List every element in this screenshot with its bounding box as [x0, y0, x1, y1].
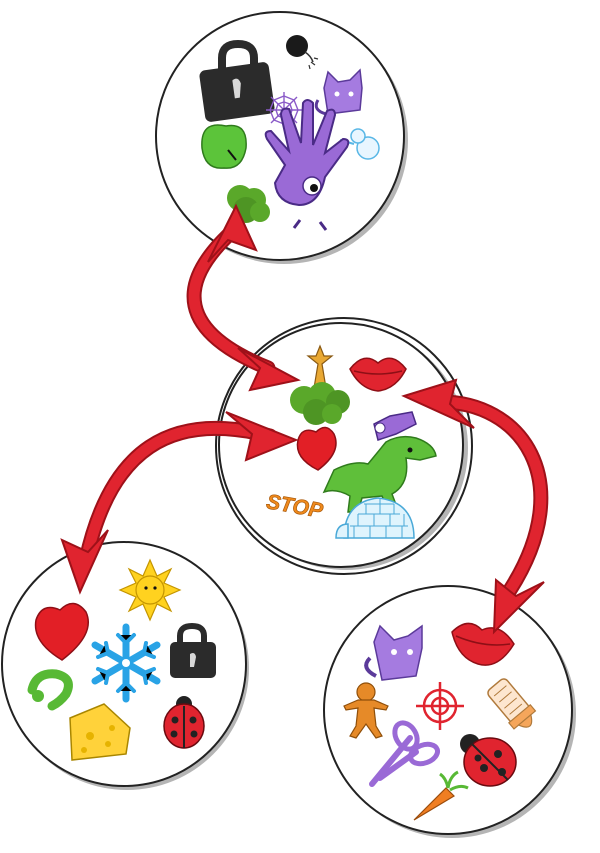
heart-icon — [34, 602, 89, 661]
gingerbread-man-icon — [343, 682, 389, 739]
scissors-icon — [369, 720, 441, 787]
igloo-icon — [335, 497, 415, 539]
lock-icon — [199, 39, 275, 122]
arrowhead-center-lips — [401, 378, 475, 429]
ladybug-icon — [460, 734, 517, 787]
sun-icon — [118, 558, 182, 622]
carrot-icon — [413, 770, 469, 821]
match-arrow-tree — [186, 203, 301, 392]
hand-icon — [264, 99, 350, 231]
snowflake-icon — [91, 623, 161, 703]
bomb-icon — [286, 35, 319, 70]
arrowhead-top — [207, 203, 258, 263]
match-arrow-heart — [60, 411, 299, 595]
snowman-icon — [339, 128, 380, 160]
heart-icon — [296, 426, 337, 471]
apple-icon — [201, 124, 247, 169]
target-icon — [416, 682, 464, 730]
top-card-face — [155, 11, 405, 261]
lips-icon — [349, 357, 407, 392]
arrowhead-center-heart — [225, 411, 299, 462]
tree-icon — [227, 185, 270, 223]
arrowhead-center-tree — [237, 347, 301, 392]
cat-icon — [314, 68, 363, 116]
ladybug-icon — [163, 696, 205, 749]
lock-icon — [170, 622, 216, 678]
baby-bottle-icon — [487, 678, 537, 730]
tree-icon — [290, 344, 350, 425]
match-arrow-lips — [401, 378, 549, 635]
glue-icon — [373, 411, 417, 441]
dinosaur-icon — [322, 435, 437, 513]
cat-icon — [364, 624, 423, 681]
question-mark-icon — [27, 669, 73, 711]
cheese-icon — [69, 703, 131, 761]
arrowhead-bottom-right — [492, 577, 545, 635]
lips-icon — [451, 622, 515, 666]
arrowhead-bottom-left — [60, 529, 109, 595]
